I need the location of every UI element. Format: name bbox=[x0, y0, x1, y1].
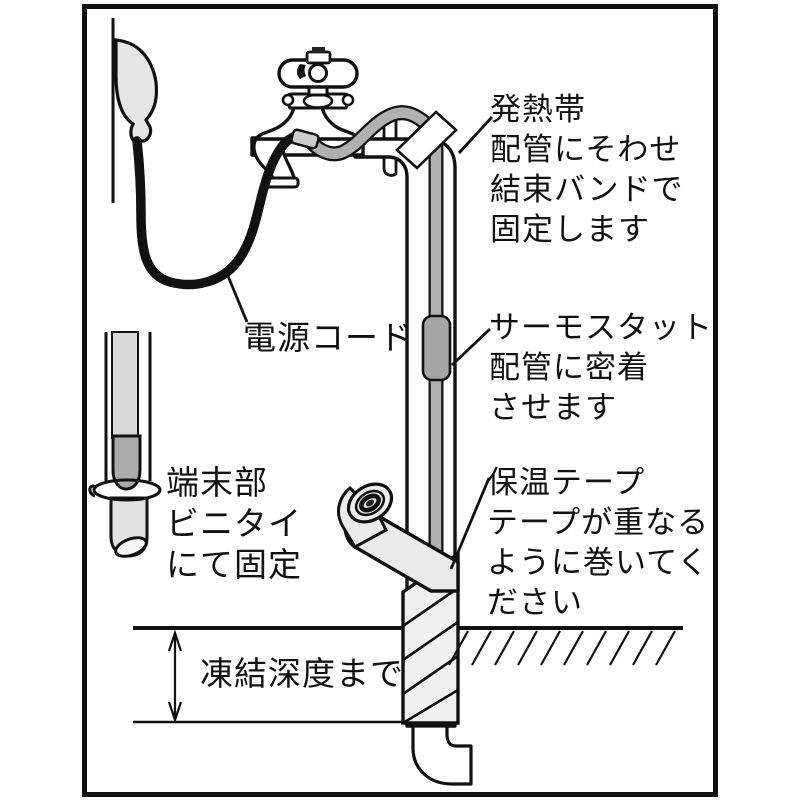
spiral-wrap bbox=[401, 550, 460, 725]
label-line: 配管にそわせ bbox=[490, 132, 682, 167]
band-terminal bbox=[111, 434, 142, 491]
label-line: テープが重なる bbox=[487, 505, 710, 540]
label-line: 端末部 bbox=[166, 464, 268, 501]
label-line: 凍結深度まで bbox=[200, 655, 404, 692]
depth-arrow bbox=[167, 629, 183, 724]
power-cord bbox=[132, 131, 301, 290]
ground-hatching bbox=[448, 630, 676, 666]
cable-tie bbox=[395, 110, 458, 170]
leader-lines bbox=[226, 116, 494, 570]
label-line: させます bbox=[489, 390, 617, 425]
label-freeze-depth: 凍結深度まで bbox=[200, 654, 404, 694]
outlet-plug bbox=[114, 38, 159, 143]
label-power-cord: 電源コード bbox=[243, 318, 413, 358]
cord-connector bbox=[290, 128, 320, 150]
label-line: ビニタイ bbox=[166, 505, 302, 542]
label-terminal-end: 端末部 ビニタイ にて固定 bbox=[166, 462, 302, 585]
label-line: 保温テープ bbox=[487, 465, 646, 500]
label-line: 配管に密着 bbox=[489, 350, 649, 385]
thermostat bbox=[421, 314, 452, 382]
label-thermostat: サーモスタット 配管に密着 させます bbox=[489, 308, 713, 428]
ground-line bbox=[133, 626, 683, 724]
label-line: 固定します bbox=[490, 212, 650, 247]
tape-roll bbox=[337, 482, 394, 550]
label-line: ように巻いてく bbox=[487, 545, 710, 580]
pipe-elbow bbox=[411, 724, 473, 786]
label-line: 発熱帯 bbox=[490, 92, 586, 127]
label-line: サーモスタット bbox=[489, 310, 713, 345]
label-line: 結束バンドで bbox=[490, 172, 684, 207]
label-line: 電源コード bbox=[243, 319, 413, 356]
label-insulation-tape: 保温テープ テープが重なる ように巻いてく ださい bbox=[487, 463, 709, 623]
terminal-detail bbox=[88, 331, 162, 558]
label-line: にて固定 bbox=[166, 546, 302, 583]
label-line: ださい bbox=[487, 585, 583, 620]
label-heating-band: 発熱帯 配管にそわせ 結束バンドで 固定します bbox=[490, 90, 684, 250]
vinyl-tie bbox=[92, 478, 162, 502]
